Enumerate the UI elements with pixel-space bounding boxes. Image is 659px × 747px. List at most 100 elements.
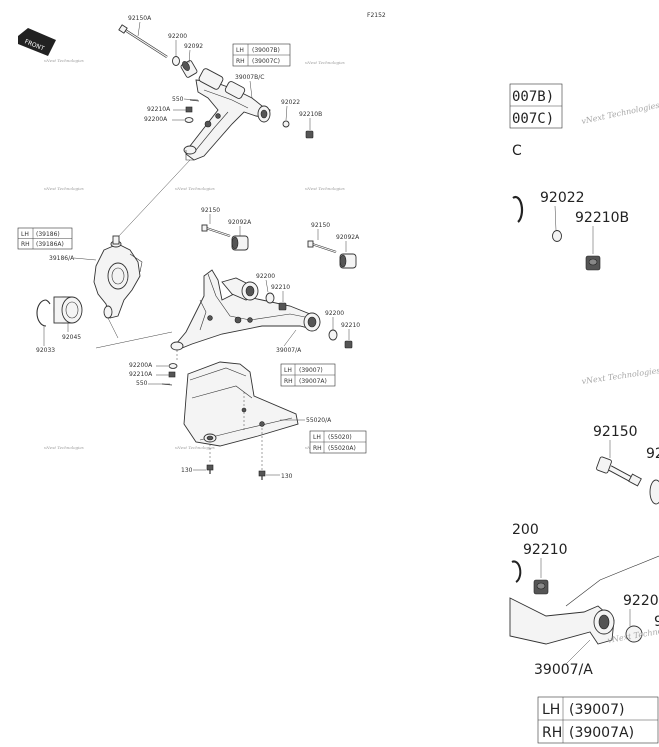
zoom-part-92150: 92150 <box>593 424 638 440</box>
part-92200-low: 92200 <box>325 310 344 317</box>
upper-rh-value: (39007C) <box>252 58 280 65</box>
zoom-frag-9220: 9220( <box>623 593 659 609</box>
knuckle-rh-value: (39186A) <box>36 241 64 248</box>
washer-92022 <box>282 120 290 128</box>
washer-92200 <box>172 56 180 66</box>
part-92022: 92022 <box>281 99 300 106</box>
zoom-box-top-a: 007B) <box>512 89 554 105</box>
washer-92200A-low <box>168 363 178 369</box>
zoom-frag-c: C <box>512 143 522 159</box>
part-92150-a: 92150 <box>201 207 220 214</box>
part-92210A-low: 92210A <box>129 371 153 378</box>
skid-guard-55020A <box>183 361 299 447</box>
part-92200A-low: 92200A <box>129 362 153 369</box>
upper-rh-label: RH <box>236 58 245 65</box>
watermark: vNext Technologies <box>175 445 215 450</box>
bolt-130-right <box>258 470 266 480</box>
watermark: vNext Technologies <box>581 101 659 126</box>
zoom-part-92210B: 92210B <box>575 210 629 226</box>
zoom-bolt-92150 <box>596 456 642 487</box>
zoom-nut-92210 <box>533 579 549 595</box>
watermark: vNext Technologies <box>305 60 345 65</box>
lower-arm-39007A <box>170 269 321 351</box>
bushing-92092A-a <box>231 235 249 251</box>
part-92210A-top: 92210A <box>147 106 171 113</box>
part-39007A: 39007/A <box>276 347 302 354</box>
guard-rh-value: (55020A) <box>328 445 356 452</box>
guard-lh-label: LH <box>313 434 321 441</box>
guard-table: LH (55020) RH (55020A) <box>309 430 367 454</box>
part-130-left: 130 <box>181 467 193 474</box>
watermark: vNext Technologies <box>44 186 84 191</box>
knuckle-lh-label: LH <box>21 231 29 238</box>
upper-arm-table: LH (39007B) RH (39007C) <box>232 43 291 67</box>
part-55020A: 55020/A <box>306 417 332 424</box>
part-39186A: 39186/A <box>49 255 75 262</box>
part-92150-b: 92150 <box>311 222 330 229</box>
bushing-92092A-b <box>339 253 357 269</box>
guard-rh-label: RH <box>313 445 322 452</box>
zoom-lh-label: LH <box>542 702 560 718</box>
washer-92200-mid <box>265 292 275 304</box>
zoom-nut-92210B <box>585 255 601 271</box>
zoom-panel: 007B) 007C) C vNext Technologies 92022 9… <box>509 83 659 744</box>
part-92045: 92045 <box>62 334 81 341</box>
zoom-frag-92: 92 <box>646 446 659 462</box>
nut-92210-mid <box>278 302 287 311</box>
watermark: vNext Technologies <box>305 186 345 191</box>
part-92210-low: 92210 <box>341 322 360 329</box>
lower-lh-label: LH <box>284 367 292 374</box>
part-92210B: 92210B <box>299 111 322 118</box>
front-arrow-icon: FRONT <box>18 28 56 56</box>
watermark: vNext Technologies <box>44 58 84 63</box>
bolt-92150A <box>118 24 168 59</box>
snap-ring-92033 <box>36 299 51 327</box>
bolt-130-left <box>206 464 214 474</box>
bearing-92045 <box>53 296 83 324</box>
watermark: vNext Technologies <box>581 366 659 386</box>
zoom-part-39007A: 39007/A <box>534 662 593 678</box>
washer-92200-low <box>328 329 338 341</box>
part-92200A-top: 92200A <box>144 116 168 123</box>
upper-lh-label: LH <box>236 47 244 54</box>
knuckle-rh-label: RH <box>21 241 30 248</box>
part-92200-mid: 92200 <box>256 273 275 280</box>
zoom-box-top-b: 007C) <box>512 111 554 127</box>
knuckle-39186A <box>93 235 143 319</box>
nut-92210B <box>305 130 314 139</box>
zoom-frag-200: 200 <box>512 522 539 538</box>
guard-lh-value: (55020) <box>328 434 352 441</box>
upper-arm-39007BC <box>183 68 271 161</box>
part-92092: 92092 <box>184 43 203 50</box>
part-550-low: 550 <box>136 380 148 387</box>
lower-rh-label: RH <box>284 378 293 385</box>
zoom-rh-label: RH <box>542 725 562 741</box>
bolt-92150-b <box>307 240 337 254</box>
washer-92200A-top <box>184 117 194 123</box>
figure-code: F2152 <box>367 12 386 19</box>
part-130-right: 130 <box>281 473 293 480</box>
zoom-lower-arm <box>509 555 659 645</box>
bolt-92150-a <box>201 224 231 238</box>
lower-lh-value: (39007) <box>299 367 323 374</box>
bushing-92092 <box>180 60 198 78</box>
nut-92210A-low <box>168 371 176 378</box>
part-92092A-a: 92092A <box>228 219 252 226</box>
zoom-lower-arm-table: LH (39007) RH (39007A) <box>537 696 659 744</box>
upper-lh-value: (39007B) <box>252 47 280 54</box>
knuckle-lh-value: (39186) <box>36 231 60 238</box>
zoom-part-92210: 92210 <box>523 542 568 558</box>
part-39007BC: 39007B/C <box>235 74 264 81</box>
part-92200-top: 92200 <box>168 33 187 40</box>
lower-rh-value: (39007A) <box>299 378 327 385</box>
watermark: vNext Technologies <box>44 445 84 450</box>
part-92150A: 92150A <box>128 15 152 22</box>
zoom-lh-value: (39007) <box>569 702 624 718</box>
part-92033: 92033 <box>36 347 55 354</box>
knuckle-table: LH (39186) RH (39186A) <box>17 227 73 250</box>
zoom-rh-value: (39007A) <box>569 725 634 741</box>
nut-92210-low <box>344 340 353 349</box>
zoom-part-92022: 92022 <box>540 190 585 206</box>
lower-arm-table: LH (39007) RH (39007A) <box>280 363 336 387</box>
